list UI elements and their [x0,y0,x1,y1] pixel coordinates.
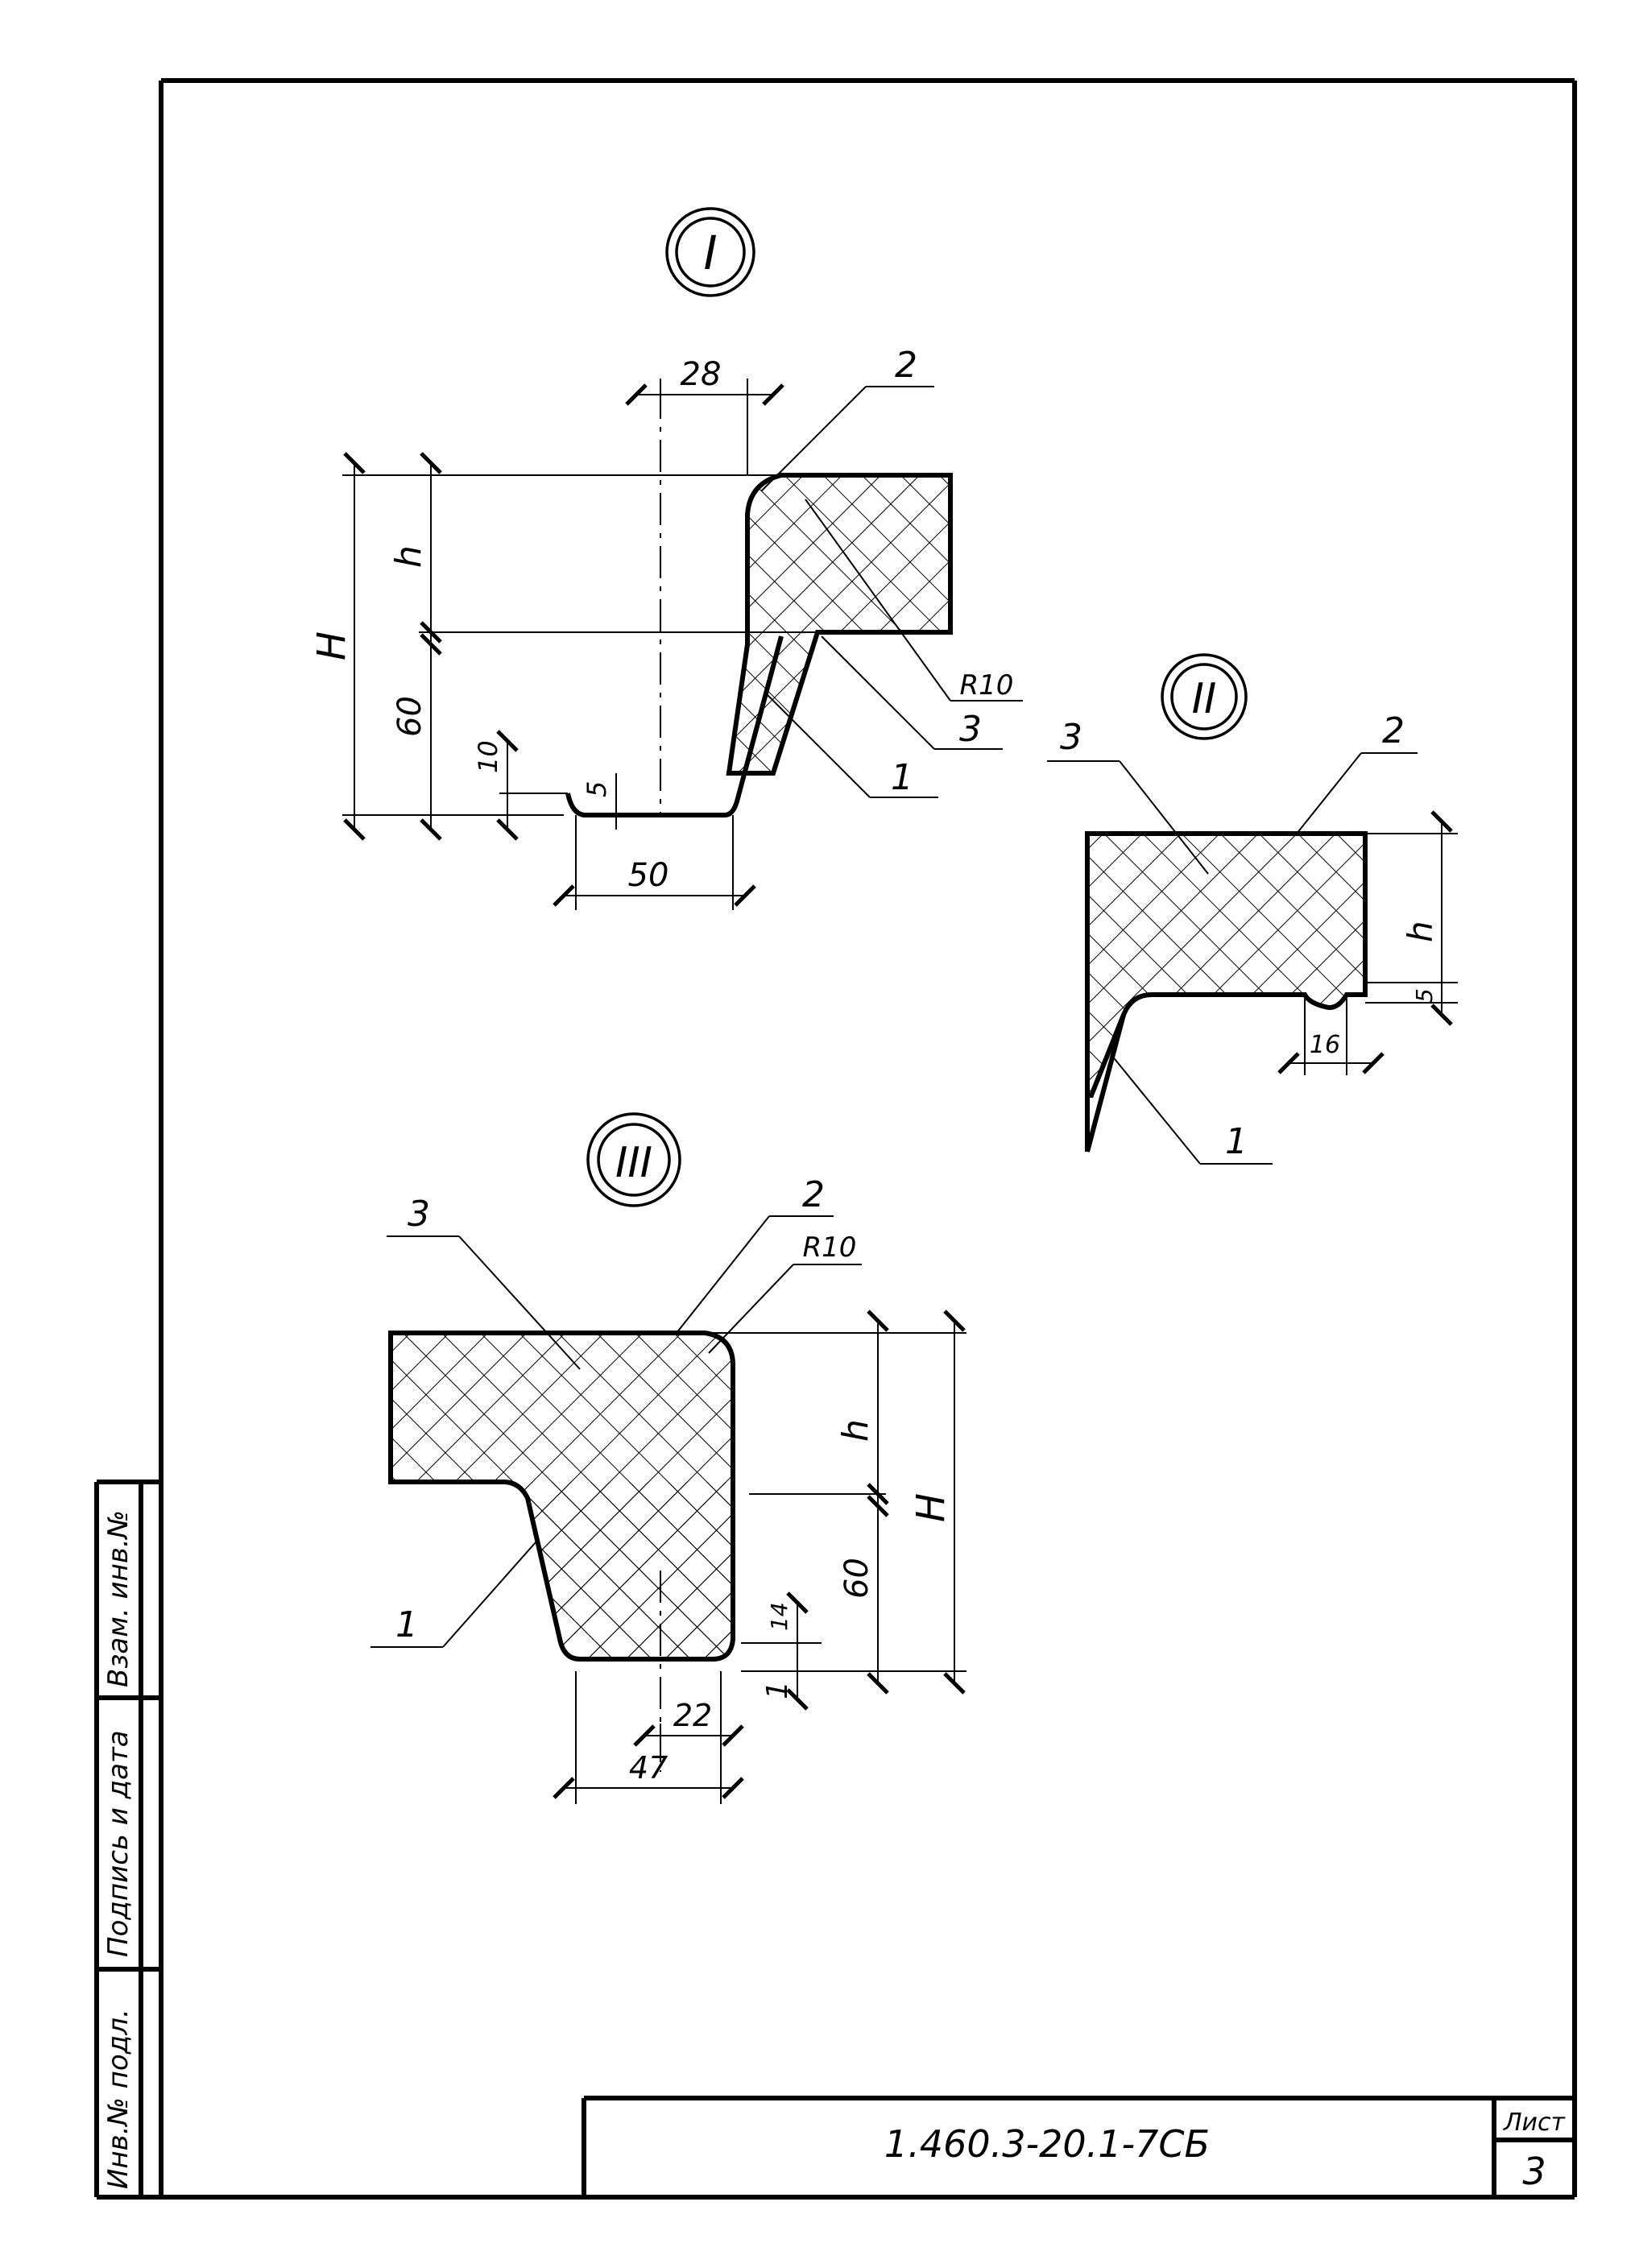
view-1-dims-left: H h 60 10 5 [309,452,818,841]
view-1-callout-1: 1 [764,692,938,798]
view-1-callout-2-label: 2 [895,345,917,386]
view-1-dim-5-label: 5 [582,781,612,797]
view-1-profile-line [565,635,784,817]
view-3-marker-label: III [615,1139,652,1187]
view-2-callout-3-label: 3 [1060,717,1082,758]
view-2-dim-5-label: 5 [1411,988,1438,1003]
side-sign-date-label: Подпись и дата [102,1730,135,1957]
view-3-r10-label: R10 [803,1231,857,1264]
sheet-frame [97,78,1577,2200]
view-1-r10-label: R10 [960,669,1014,702]
side-inv-orig-label: Инв.№ подл. [102,2009,135,2189]
title-block: 1.460.3-20.1-7СБ Лист 3 [582,2096,1575,2197]
view-1-callout-3-label: 3 [959,709,982,750]
view-3: III h 60 H 14 1 22 47 [370,1112,967,1804]
view-2-dim-16-label: 16 [1310,1031,1340,1059]
view-1-dim-10-label: 10 [473,740,503,773]
view-1-dim-H-label: H [309,631,354,660]
view-3-callout-3-label: 3 [408,1194,430,1235]
view-3-lower-body [503,1482,733,1659]
view-3-callout-2: 2 [676,1174,834,1334]
view-1-marker-label: I [703,226,717,280]
view-3-callout-2-label: 2 [802,1174,825,1215]
view-2-dim-h-label: h [1401,921,1440,942]
side-stamp: Инв.№ подл. Подпись и дата Взам. инв.№ [94,1480,161,2197]
side-inv-replace-label: Взам. инв.№ [102,1510,135,1687]
view-2-marker: II [1161,653,1248,740]
view-1-dim-28-label: 28 [681,356,722,393]
view-2-callout-2: 2 [1296,710,1418,834]
view-3-dim-1-label: 1 [761,1681,794,1699]
view-2-callout-3: 3 [1047,717,1209,875]
view-1-marker: I [665,207,755,297]
view-1-section [726,473,953,776]
view-3-dims-bottom: 22 47 [553,1671,744,1804]
view-1-dim-60-label: 60 [391,696,428,737]
view-3-dim-h-label: h [835,1419,876,1442]
view-1-dim-28: 28 [625,356,784,475]
view-2: II h 5 16 3 2 1 [1047,653,1458,1165]
view-2-callout-1: 1 [1111,1054,1273,1165]
view-1-callout-1-label: 1 [891,757,913,798]
view-3-dims-right: h 60 H 14 1 [709,1310,967,1711]
sheet-label: Лист [1503,2109,1567,2137]
view-1-callout-r10: R10 [805,499,1023,702]
view-3-dim-60-label: 60 [838,1558,875,1599]
view-1-callout-2: 2 [760,345,934,492]
drawing-code: 1.460.3-20.1-7СБ [884,2122,1210,2166]
view-1-dim-50: 50 [553,815,756,910]
view-3-dim-H-label: H [909,1493,954,1522]
view-3-callout-1: 1 [370,1542,536,1648]
view-2-section [1085,831,1368,1098]
view-2-callout-1-label: 1 [1225,1121,1248,1162]
view-1: I 28 H h 60 [309,207,1023,910]
view-1-callout-3: 3 [821,635,1003,750]
view-2-marker-label: II [1192,675,1217,723]
view-3-callout-r10: R10 [708,1231,862,1354]
view-3-marker: III [586,1112,681,1207]
view-3-callout-3: 3 [387,1194,581,1370]
view-3-dim-14-label: 14 [766,1602,793,1631]
view-3-dim-47-label: 47 [629,1750,668,1786]
view-2-dims: h 5 16 [1277,810,1458,1075]
view-1-dim-50-label: 50 [628,857,669,894]
view-3-callout-1-label: 1 [395,1604,418,1645]
sheet-number: 3 [1522,2150,1546,2193]
view-2-callout-2-label: 2 [1382,710,1405,751]
view-1-dim-h-label: h [388,545,429,568]
view-3-dim-22-label: 22 [673,1698,712,1733]
